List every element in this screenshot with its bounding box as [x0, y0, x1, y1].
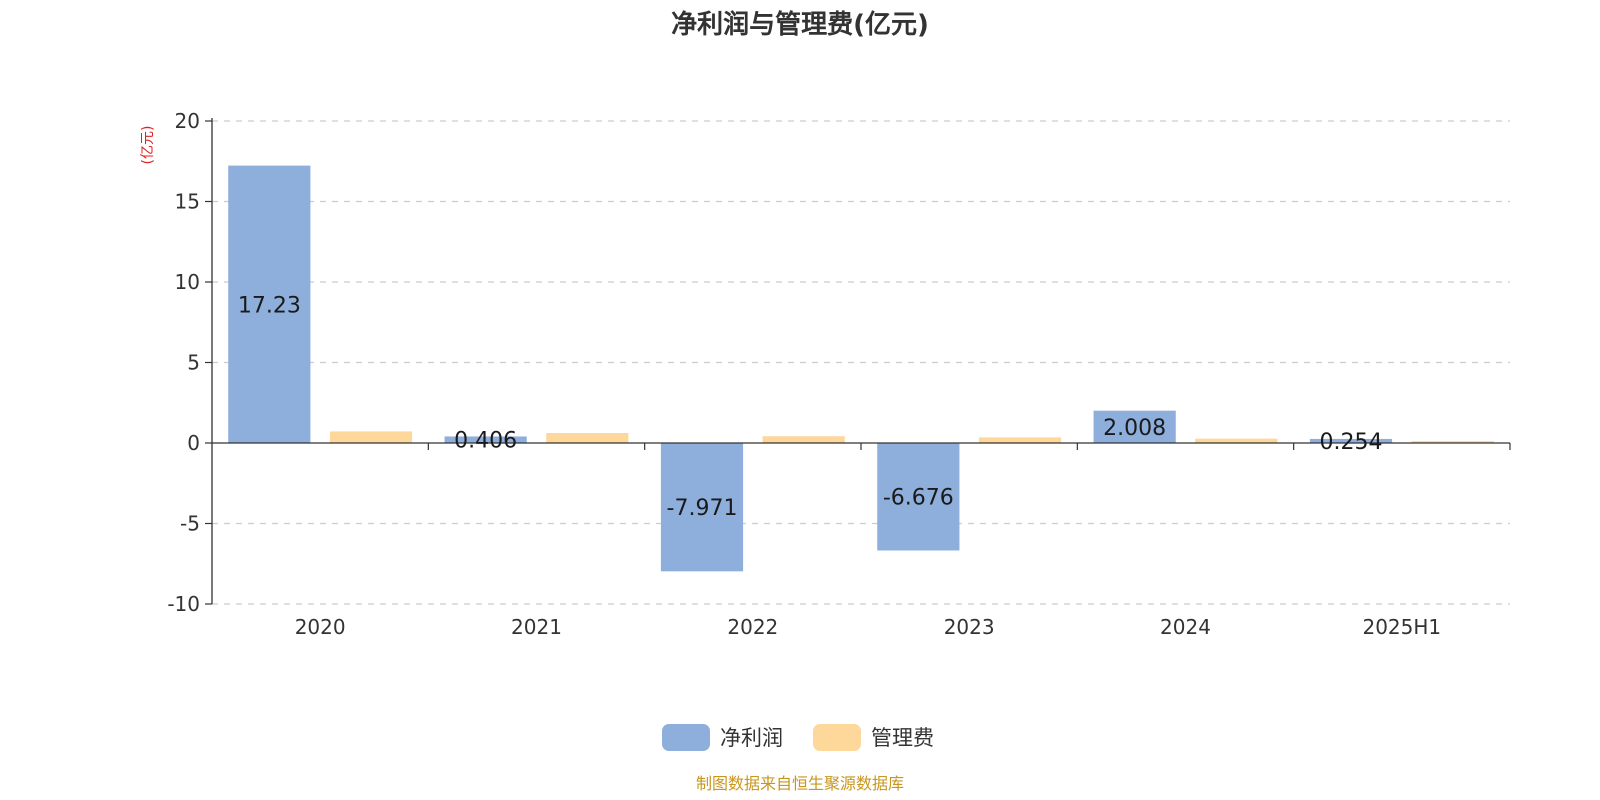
- y-tick-label: 15: [175, 190, 200, 214]
- y-tick-label: 20: [175, 109, 200, 133]
- x-tick-label: 2024: [1160, 615, 1211, 639]
- y-tick-label: 5: [187, 351, 200, 375]
- y-tick-label: 0: [187, 431, 200, 455]
- bar-admin-fee-2022[interactable]: [762, 436, 845, 443]
- data-label: -6.676: [883, 486, 954, 511]
- legend-label-net-profit[interactable]: 净利润: [720, 726, 783, 750]
- y-tick-label: -10: [167, 592, 200, 616]
- x-tick-label: 2023: [944, 615, 995, 639]
- bar-admin-fee-2021[interactable]: [546, 433, 629, 443]
- axes: [205, 118, 1511, 605]
- x-tick-label: 2025H1: [1362, 615, 1441, 639]
- legend[interactable]: 净利润 管理费: [662, 724, 934, 751]
- bar-net-profit-2021[interactable]: [444, 436, 527, 443]
- bar-net-profit-2025H1[interactable]: [1309, 438, 1393, 443]
- bar-net-profit-2024[interactable]: [1093, 410, 1176, 443]
- bar-admin-fee-2024[interactable]: [1195, 438, 1278, 443]
- data-labels: 17.23 0.406 -7.971 -6.676 2.008 0.254: [238, 293, 1383, 521]
- grid-lines: [212, 120, 1510, 605]
- x-tick-label: 2022: [727, 615, 778, 639]
- bar-admin-fee-2023[interactable]: [978, 437, 1062, 443]
- tick-labels: 20 15 10 5 0 -5 -10 2020 2021 2022 2023 2024 2025H1: [167, 109, 1441, 639]
- legend-label-admin-fee[interactable]: 管理费: [871, 726, 934, 750]
- source-note: 制图数据来自恒生聚源数据库: [696, 774, 904, 793]
- bar-net-profit-2022[interactable]: [660, 443, 744, 572]
- legend-swatch-net-profit[interactable]: [662, 724, 710, 751]
- bar-net-profit-2020[interactable]: [228, 165, 311, 444]
- bars: [228, 165, 1494, 572]
- data-label: -7.971: [667, 496, 738, 521]
- y-axis-unit: (亿元): [140, 126, 156, 165]
- x-tick-label: 2021: [511, 615, 562, 639]
- data-label: 2.008: [1103, 416, 1166, 441]
- bar-admin-fee-2025H1[interactable]: [1411, 441, 1494, 443]
- data-label: 0.254: [1320, 430, 1383, 455]
- bar-net-profit-2023[interactable]: [877, 443, 960, 551]
- legend-swatch-admin-fee[interactable]: [813, 724, 861, 751]
- data-label: 0.406: [454, 429, 517, 454]
- y-tick-label: -5: [180, 512, 200, 536]
- data-label: 17.23: [238, 293, 301, 318]
- y-tick-label: 10: [175, 270, 200, 294]
- bar-admin-fee-2020[interactable]: [329, 431, 413, 443]
- chart-title: 净利润与管理费(亿元): [671, 9, 929, 40]
- x-tick-label: 2020: [295, 615, 346, 639]
